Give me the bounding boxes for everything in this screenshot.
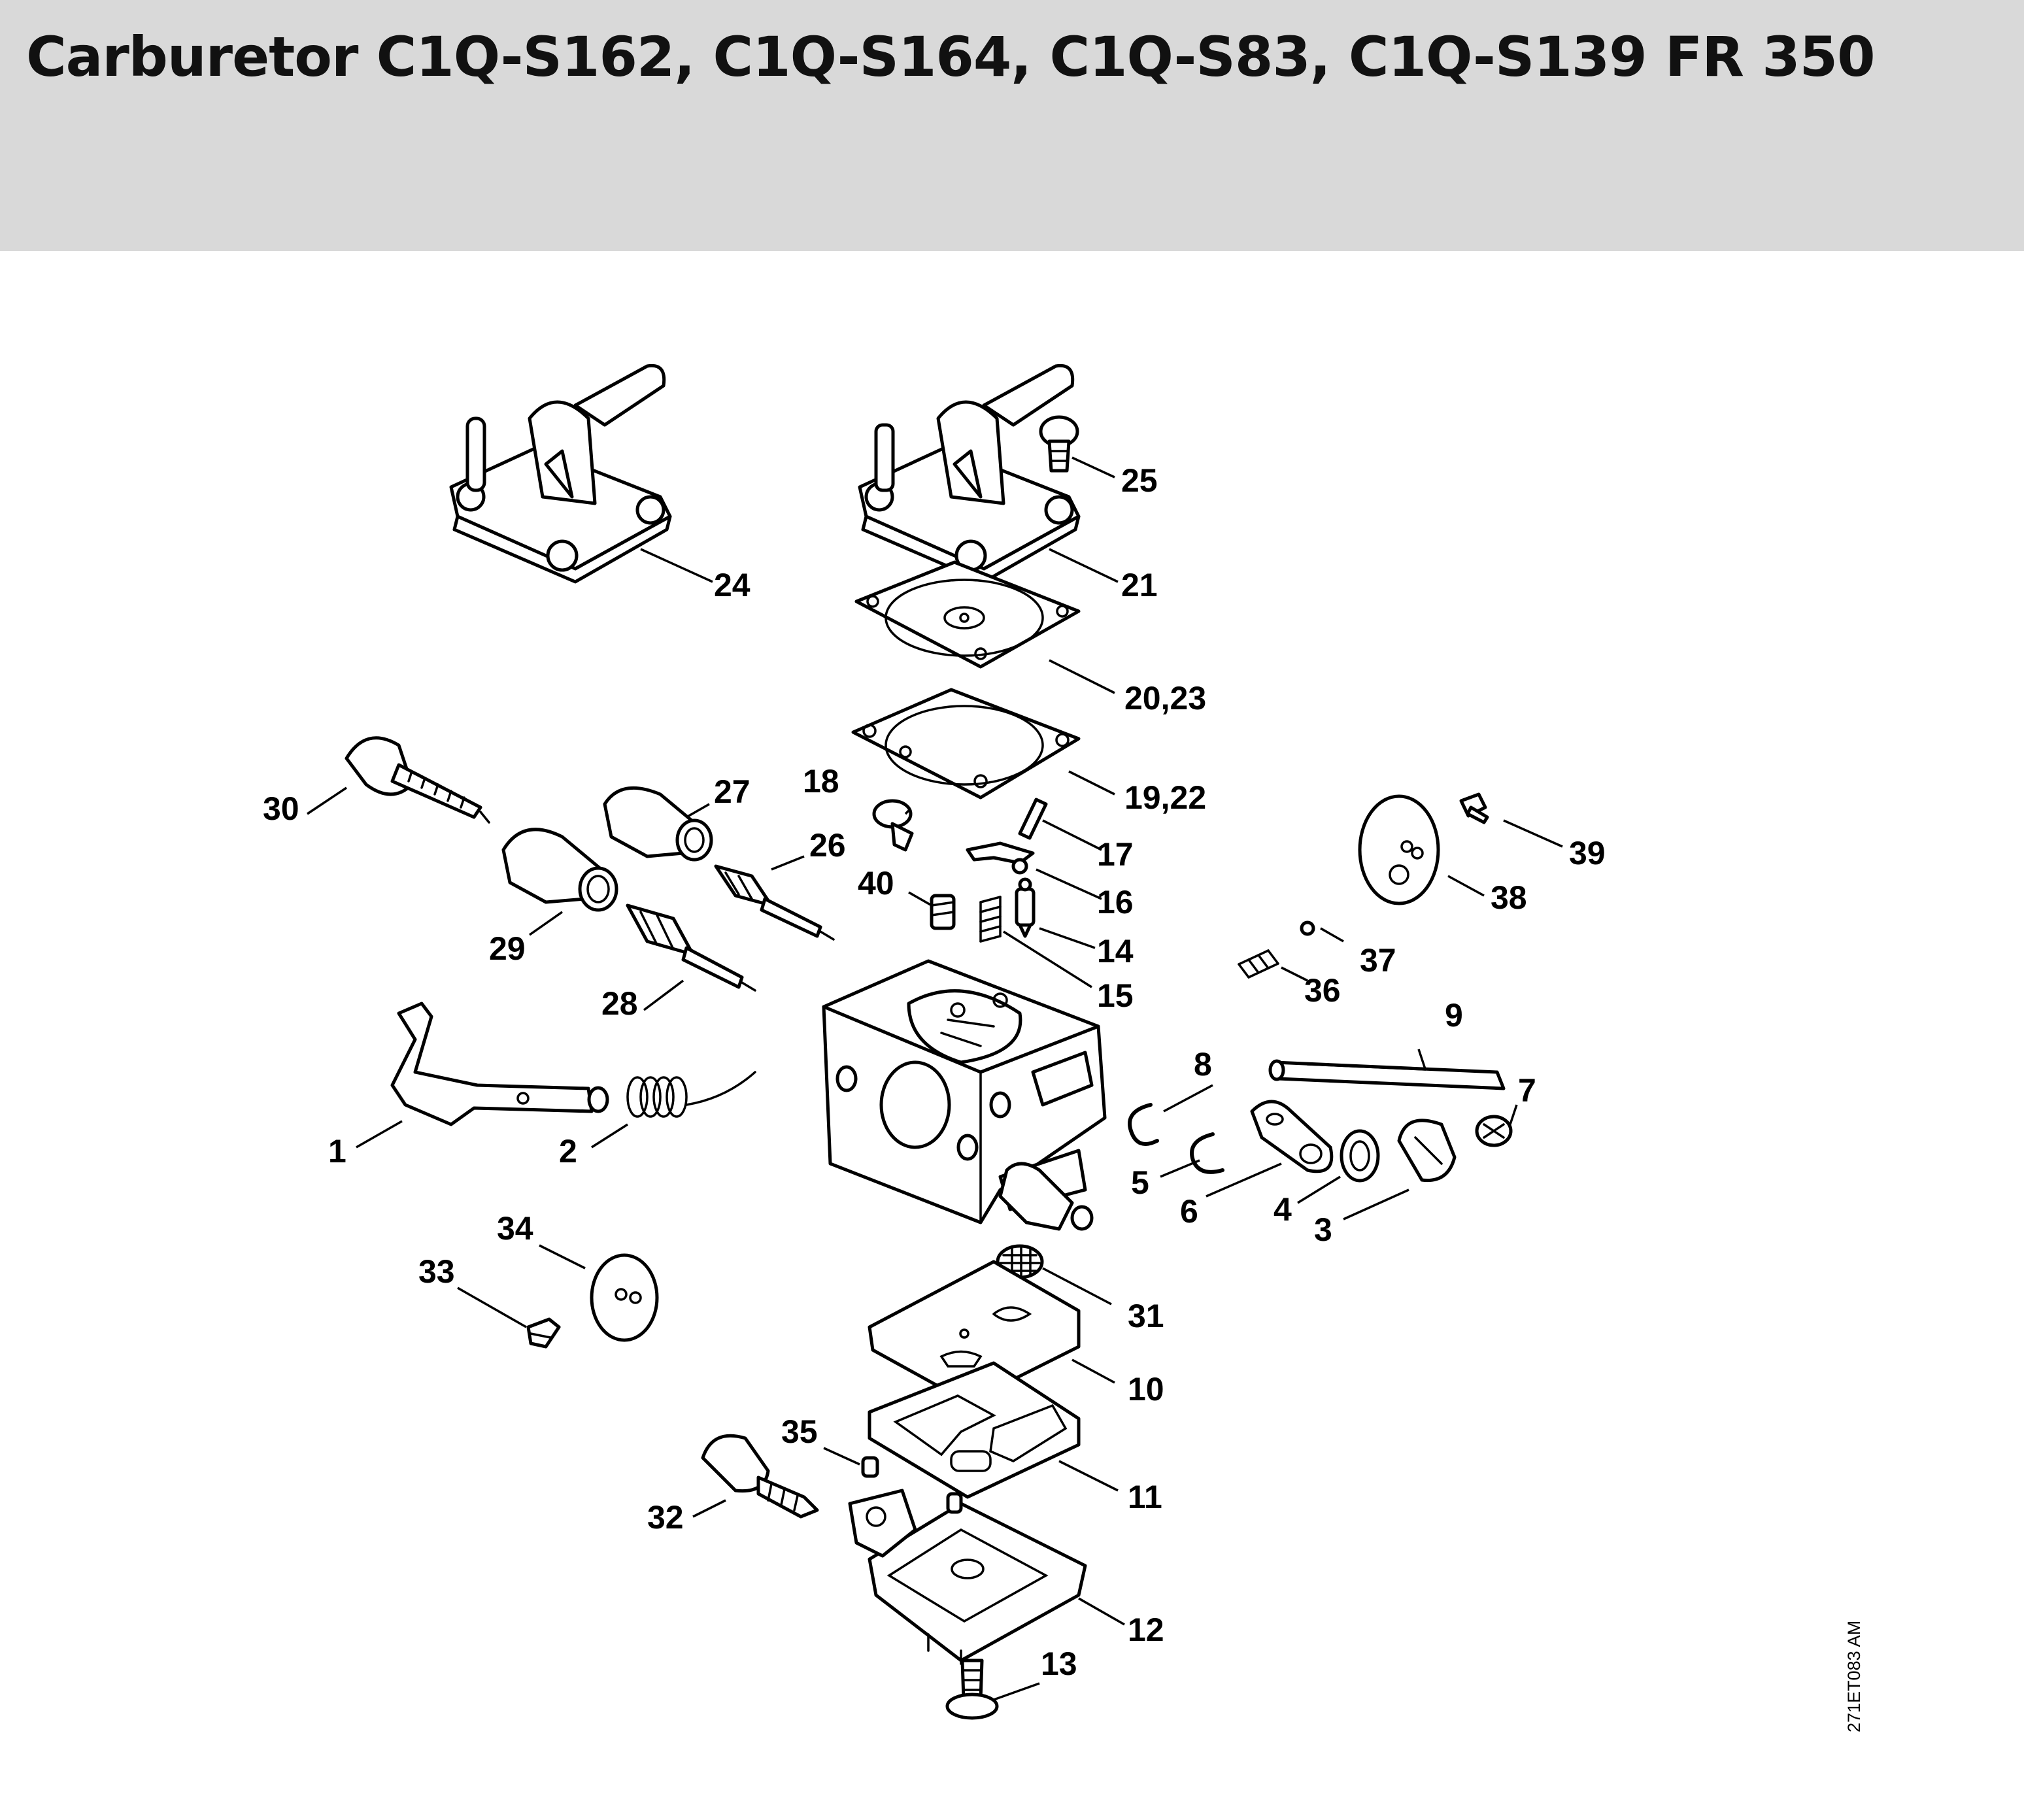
callout-25: 25 — [1121, 462, 1158, 499]
part-19-22-gasket — [851, 688, 1081, 800]
callout-30: 30 — [263, 790, 299, 827]
callout-2: 2 — [559, 1133, 577, 1170]
part-5-e-clip — [1190, 1132, 1224, 1174]
part-2-spring — [626, 1071, 756, 1118]
part-17-pin — [1018, 798, 1048, 840]
part-10-diaphragm — [868, 1260, 1081, 1404]
part-1-throttle-shaft — [390, 1002, 609, 1126]
callout-8: 8 — [1194, 1046, 1212, 1083]
callout-7: 7 — [1518, 1072, 1536, 1109]
callout-26: 26 — [809, 827, 846, 864]
callout-39: 39 — [1569, 835, 1606, 871]
part-39-screw — [1459, 792, 1489, 824]
part-11-gasket — [868, 1361, 1081, 1499]
part-38-valve-plate — [1358, 794, 1440, 905]
part-29-limiter-cap — [501, 828, 618, 912]
part-13-screw — [945, 1659, 999, 1720]
part-34-valve-plate — [590, 1253, 659, 1342]
part-12-pump-housing — [848, 1489, 1087, 1665]
part-15-spring — [979, 896, 1002, 943]
callout-5: 5 — [1131, 1164, 1149, 1201]
callout-36: 36 — [1304, 972, 1341, 1009]
part-24-pump-cover — [449, 363, 672, 584]
page-title: Carburetor C1Q-S162, C1Q-S164, C1Q-S83, … — [26, 25, 1876, 89]
part-35-check-valve — [861, 1456, 879, 1478]
part-6-choke-lever — [1250, 1100, 1334, 1173]
callout-17: 17 — [1097, 836, 1134, 873]
callout-14: 14 — [1097, 933, 1134, 969]
callout-9: 9 — [1445, 997, 1463, 1034]
callout-13: 13 — [1041, 1645, 1077, 1682]
callout-38: 38 — [1491, 879, 1527, 916]
callout-29: 29 — [489, 930, 526, 967]
part-27-limiter-cap — [603, 786, 713, 862]
callout-3: 3 — [1314, 1211, 1332, 1248]
callout-20-23: 20,23 — [1124, 680, 1206, 716]
callout-28: 28 — [601, 985, 638, 1022]
carburetor-body — [822, 959, 1107, 1231]
callout-31: 31 — [1128, 1298, 1164, 1334]
part-32-adjusting-screw — [701, 1434, 819, 1519]
part-25-screw — [1039, 415, 1079, 473]
part-3-choke-knob — [1397, 1119, 1457, 1183]
callout-15: 15 — [1097, 977, 1134, 1014]
callout-16: 16 — [1097, 884, 1134, 920]
part-33-screw — [526, 1317, 561, 1349]
callout-4: 4 — [1273, 1191, 1292, 1228]
callout-12: 12 — [1128, 1611, 1164, 1648]
callout-6: 6 — [1180, 1193, 1198, 1230]
callout-labels: 1 2 3 4 5 6 7 8 9 10 11 12 13 14 15 16 1… — [263, 462, 1864, 1732]
part-28-adjusting-screw — [626, 903, 756, 992]
part-30-adjusting-screw — [345, 736, 490, 824]
part-16-control-lever — [966, 841, 1035, 875]
part-4-washer — [1340, 1129, 1380, 1183]
drawing-reference: 271ET083 AM — [1844, 1621, 1864, 1732]
callout-10: 10 — [1128, 1371, 1164, 1407]
callout-32: 32 — [647, 1499, 684, 1536]
callout-1: 1 — [328, 1133, 346, 1170]
leader-lines — [307, 456, 1563, 1701]
part-9-choke-shaft — [1268, 1059, 1506, 1090]
callout-24: 24 — [714, 567, 751, 603]
part-7-screw — [1475, 1115, 1513, 1147]
header-bar: Carburetor C1Q-S162, C1Q-S164, C1Q-S83, … — [0, 0, 2024, 251]
part-26-adjusting-screw — [714, 864, 835, 941]
callout-19-22: 19,22 — [1124, 779, 1206, 816]
part-20-23-diaphragm — [854, 560, 1081, 669]
callout-11: 11 — [1128, 1479, 1162, 1515]
callout-34: 34 — [497, 1210, 533, 1247]
callout-40: 40 — [858, 865, 894, 902]
callout-21: 21 — [1121, 567, 1158, 603]
part-14-inlet-needle — [1015, 877, 1036, 938]
callout-35: 35 — [781, 1413, 818, 1450]
callout-37: 37 — [1360, 942, 1396, 979]
part-21-pump-cover — [858, 363, 1081, 584]
part-36-spring — [1238, 949, 1279, 979]
callout-18: 18 — [803, 763, 839, 800]
part-8-e-clip — [1128, 1103, 1159, 1146]
callout-33: 33 — [418, 1253, 455, 1290]
callout-27: 27 — [714, 773, 751, 810]
part-40-plug — [930, 894, 956, 930]
part-37-ball — [1300, 920, 1315, 936]
part-18-screw — [872, 799, 914, 852]
